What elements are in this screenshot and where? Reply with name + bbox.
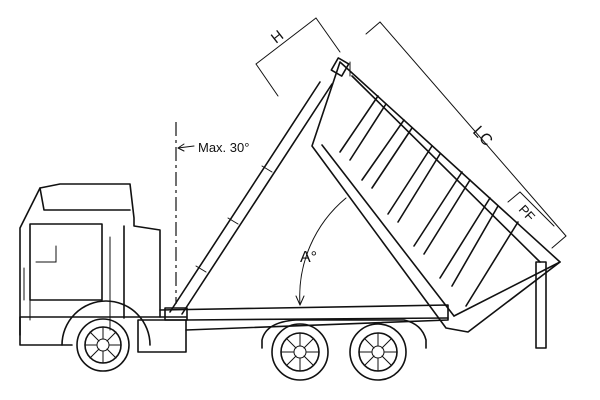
label-tilt-angle: A° xyxy=(300,249,317,266)
tilt-angle-arc xyxy=(295,197,347,306)
dimension-pf xyxy=(507,191,555,227)
label-height: H xyxy=(268,27,287,47)
max-angle-marker xyxy=(177,143,195,152)
label-body-length: LC xyxy=(469,123,495,150)
chassis-frame xyxy=(137,304,449,353)
label-max-angle: Max. 30° xyxy=(198,140,249,155)
rear-wheel-1 xyxy=(271,323,329,381)
front-wheel xyxy=(61,300,151,372)
hydraulic-cylinder xyxy=(169,57,350,315)
dimension-h xyxy=(255,17,341,97)
dimension-lc xyxy=(365,21,567,249)
label-front-overhang: PF xyxy=(516,202,538,224)
rear-fender xyxy=(261,319,427,349)
rear-wheel-2 xyxy=(349,323,407,381)
hinge-mount xyxy=(164,307,188,321)
truck-cab xyxy=(19,183,161,346)
cab-window xyxy=(29,223,103,301)
dump-body xyxy=(311,61,561,349)
fuel-tank xyxy=(137,319,187,353)
tailgate xyxy=(535,261,547,349)
